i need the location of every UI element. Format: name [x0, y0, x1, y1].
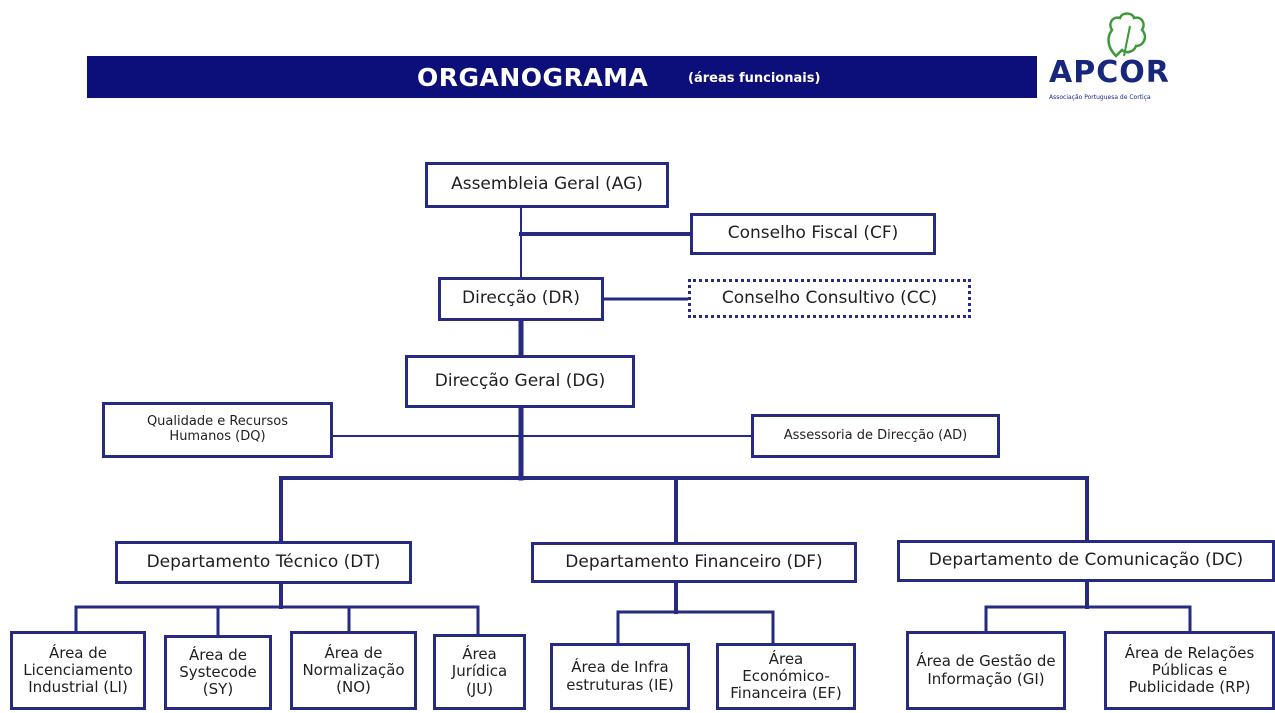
logo-wordmark: APCOR — [1049, 55, 1170, 90]
node-ie: Área de Infra estruturas (IE) — [550, 643, 690, 710]
node-li-label: Área de Licenciamento Industrial (LI) — [23, 643, 133, 697]
node-cc-label: Conselho Consultivo (CC) — [721, 287, 938, 308]
node-ju: Área Jurídica (JU) — [433, 634, 526, 710]
node-sy: Área de Systecode (SY) — [164, 635, 272, 710]
node-ef: Área Económico-Financeira (EF) — [716, 643, 856, 710]
node-dc: Departamento de Comunicação (DC) — [897, 540, 1275, 582]
node-gi-label: Área de Gestão de Informação (GI) — [916, 652, 1056, 688]
node-ef-label: Área Económico-Financeira (EF) — [730, 649, 842, 703]
node-ag-label: Assembleia Geral (AG) — [451, 174, 643, 195]
title-banner: ORGANOGRAMA (áreas funcionais) — [87, 56, 1037, 98]
node-gi: Área de Gestão de Informação (GI) — [906, 631, 1066, 710]
page-title: ORGANOGRAMA — [417, 63, 649, 92]
node-no-label: Área de Normalização (NO) — [302, 643, 405, 697]
node-dg-label: Direcção Geral (DG) — [434, 370, 606, 391]
node-df: Departamento Financeiro (DF) — [531, 542, 857, 583]
node-cc: Conselho Consultivo (CC) — [688, 279, 971, 318]
node-dq-label: Qualidade e Recursos Humanos (DQ) — [146, 414, 289, 444]
node-rp-label: Área de Relações Públicas e Publicidade … — [1124, 643, 1255, 697]
node-dr-label: Direcção (DR) — [462, 288, 580, 309]
node-dr: Direcção (DR) — [438, 277, 604, 321]
node-cf: Conselho Fiscal (CF) — [690, 213, 936, 255]
cork-leaf-logo-icon — [1107, 12, 1147, 58]
node-no: Área de Normalização (NO) — [290, 631, 417, 710]
node-dt-label: Departamento Técnico (DT) — [146, 551, 381, 572]
node-ad-label: Assessoria de Direcção (AD) — [783, 427, 968, 443]
page-subtitle: (áreas funcionais) — [688, 71, 821, 86]
node-dg: Direcção Geral (DG) — [405, 355, 635, 408]
node-rp: Área de Relações Públicas e Publicidade … — [1104, 631, 1275, 710]
node-dq: Qualidade e Recursos Humanos (DQ) — [102, 402, 333, 458]
node-ie-label: Área de Infra estruturas (IE) — [566, 658, 674, 694]
node-sy-label: Área de Systecode (SY) — [179, 645, 257, 699]
node-li: Área de Licenciamento Industrial (LI) — [10, 631, 146, 710]
logo-caption: Associação Portuguesa de Cortiça — [1049, 94, 1151, 101]
node-ag: Assembleia Geral (AG) — [425, 162, 669, 208]
node-ju-label: Área Jurídica (JU) — [451, 645, 508, 698]
node-dt: Departamento Técnico (DT) — [115, 541, 412, 584]
node-dc-label: Departamento de Comunicação (DC) — [928, 550, 1244, 571]
node-cf-label: Conselho Fiscal (CF) — [727, 223, 899, 244]
node-df-label: Departamento Financeiro (DF) — [565, 551, 823, 572]
node-ad: Assessoria de Direcção (AD) — [751, 414, 1000, 458]
